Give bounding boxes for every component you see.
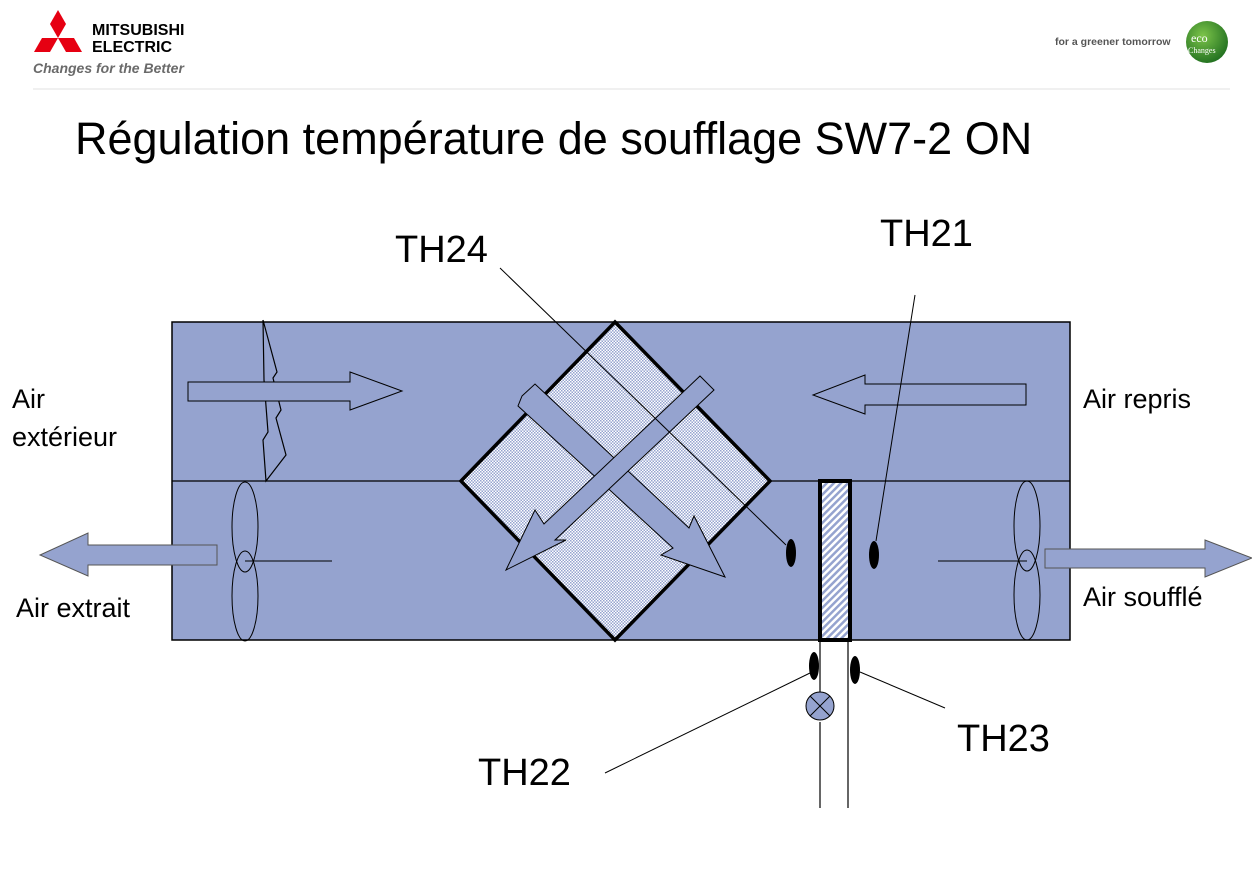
label-air-exterieur-1: Air (12, 384, 45, 414)
sensor-th21 (869, 541, 879, 569)
expansion-valve-icon (805, 691, 835, 721)
exhaust-fan-icon (231, 481, 332, 642)
outside-air-arrow (187, 371, 404, 411)
leader-th22 (604, 672, 811, 774)
sensor-th22 (809, 652, 819, 680)
exhaust-air-arrow (38, 532, 218, 577)
eco-changes-logo: for a greener tomorrow eco Changes (1055, 21, 1228, 63)
exchanger-flow-arrow-1 (517, 383, 727, 578)
supply-fan-icon (938, 480, 1041, 641)
label-th24: TH24 (395, 229, 488, 271)
leader-th23 (859, 671, 946, 709)
coil (818, 479, 852, 642)
supply-air-arrow (1044, 539, 1252, 578)
damper-icon (262, 319, 287, 483)
label-th22: TH22 (478, 752, 571, 794)
three-diamonds-icon (34, 10, 82, 52)
label-air-repris: Air repris (1083, 384, 1191, 414)
eco-tagline: for a greener tomorrow (1055, 36, 1171, 48)
leader-th24 (499, 267, 787, 546)
brand-line2: ELECTRIC (92, 39, 172, 56)
page-title: Régulation température de soufflage SW7-… (75, 113, 1032, 164)
label-air-extrait: Air extrait (16, 593, 131, 623)
leader-th21 (875, 294, 916, 542)
sensor-th24 (786, 539, 796, 567)
label-th23: TH23 (957, 718, 1050, 760)
mitsubishi-logo: MITSUBISHI ELECTRIC Changes for the Bett… (33, 10, 185, 76)
eco-globe-icon (1186, 21, 1228, 63)
sensor-th23 (850, 656, 860, 684)
label-th21: TH21 (880, 213, 973, 255)
return-air-arrow (811, 374, 1027, 415)
eco-logo-text1: eco (1191, 31, 1208, 45)
label-air-souffle: Air soufflé (1083, 582, 1203, 612)
label-air-exterieur-2: extérieur (12, 422, 117, 452)
eco-logo-text2: Changes (1188, 46, 1216, 55)
brand-line1: MITSUBISHI (92, 22, 184, 39)
brand-tagline: Changes for the Better (33, 60, 185, 76)
